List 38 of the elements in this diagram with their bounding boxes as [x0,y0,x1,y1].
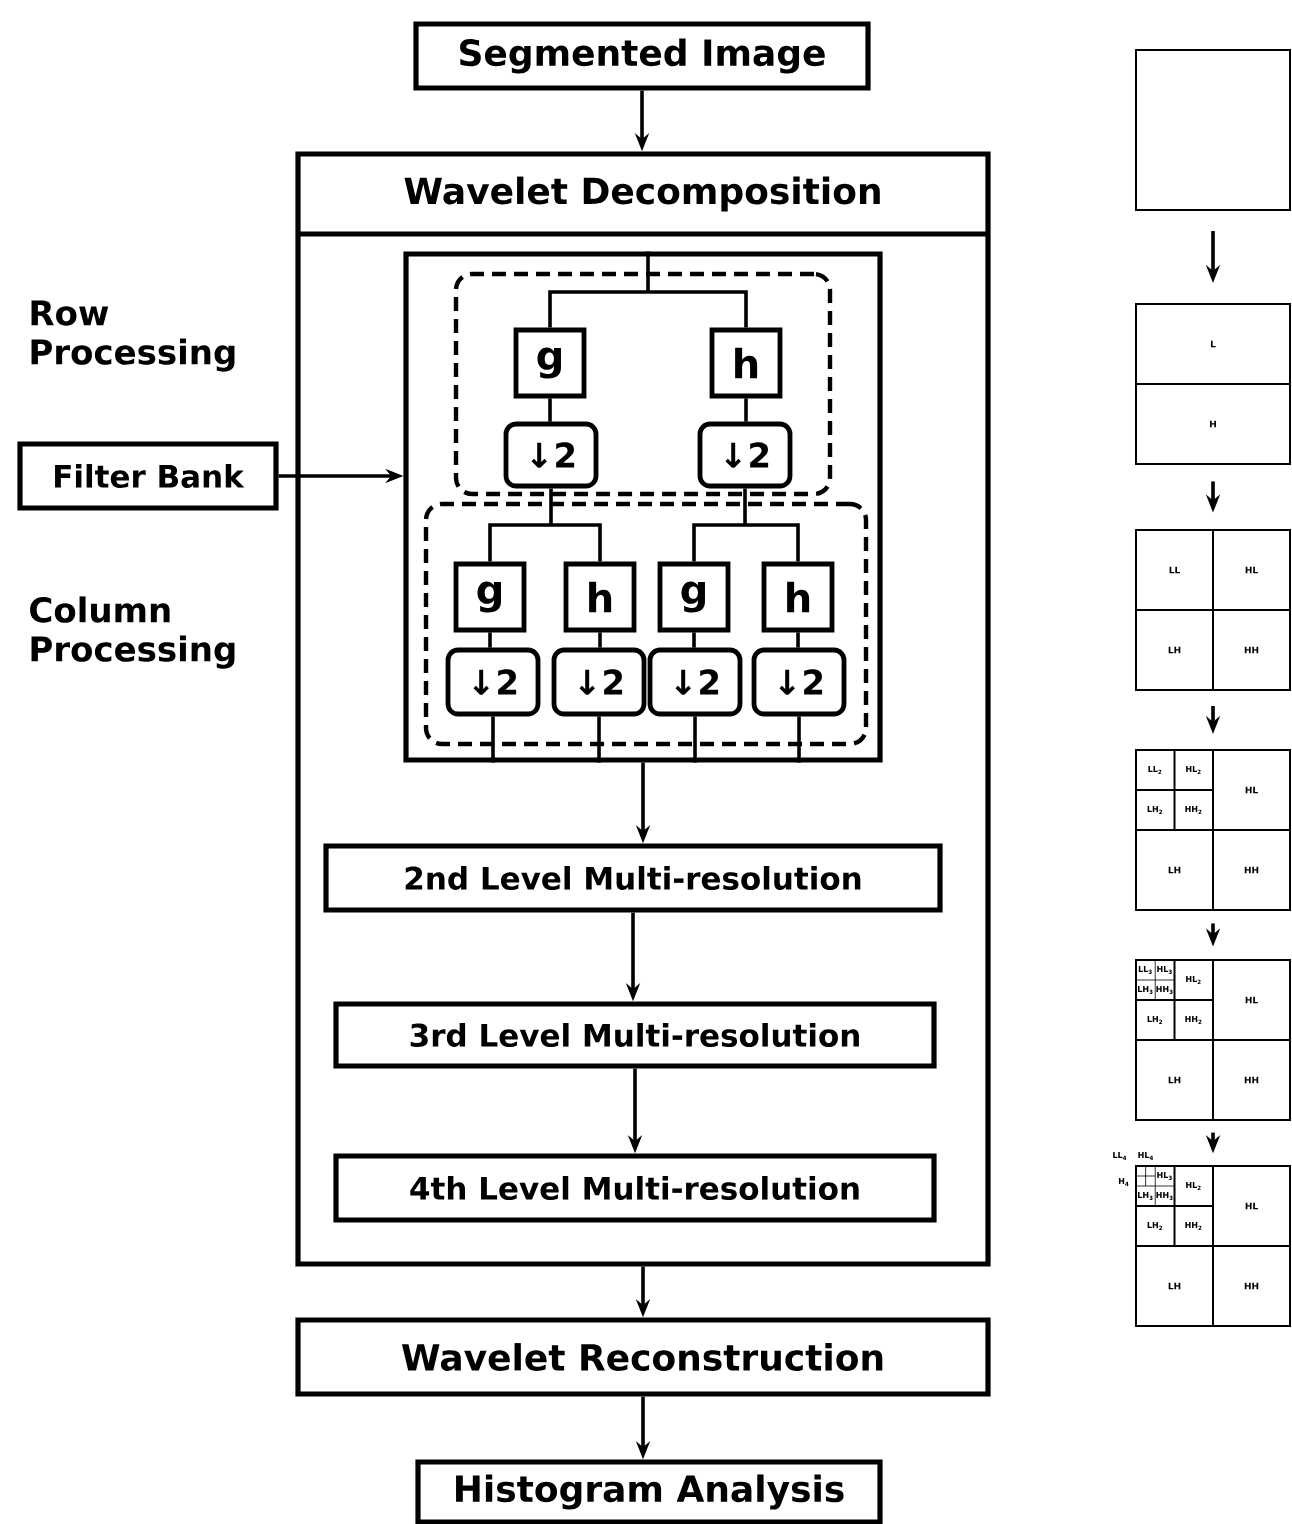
downsample-box: ↓2 [697,421,793,489]
filter-box: g [657,561,731,633]
connector [548,249,748,330]
connector [488,486,602,564]
filter-box: h [761,561,835,633]
connector [797,716,801,763]
image-frame [1135,49,1291,211]
process-box: 3rd Level Multi-resolution [333,1001,937,1069]
side-label: Column Processing [30,596,235,669]
filter-box: g [513,327,587,399]
dashed-group [453,271,833,497]
downsample-box: ↓2 [551,647,647,717]
connector [692,486,800,564]
connector [488,632,492,648]
process-box: 2nd Level Multi-resolution [323,843,943,913]
connector [693,716,697,763]
connector [796,632,800,648]
connector [692,632,696,648]
downsample-box: ↓2 [445,647,541,717]
process-box: 4th Level Multi-resolution [333,1153,937,1223]
label-box: Filter Bank [17,441,279,511]
filter-bank-frame [403,251,883,763]
filter-box: h [563,561,637,633]
downsample-box: ↓2 [503,421,599,489]
side-label: Row Processing [31,300,235,372]
downsample-box: ↓2 [751,647,847,717]
filter-box: g [453,561,527,633]
connector [744,398,748,422]
process-box: Segmented Image [413,21,871,91]
connector [548,398,552,422]
filter-box: h [709,327,783,399]
process-box: Wavelet Reconstruction [295,1317,991,1397]
connector [597,716,601,763]
connector [598,632,602,648]
downsample-box: ↓2 [647,647,743,717]
process-box: Histogram Analysis [415,1459,883,1524]
dashed-group [423,501,869,747]
connector [491,716,495,763]
